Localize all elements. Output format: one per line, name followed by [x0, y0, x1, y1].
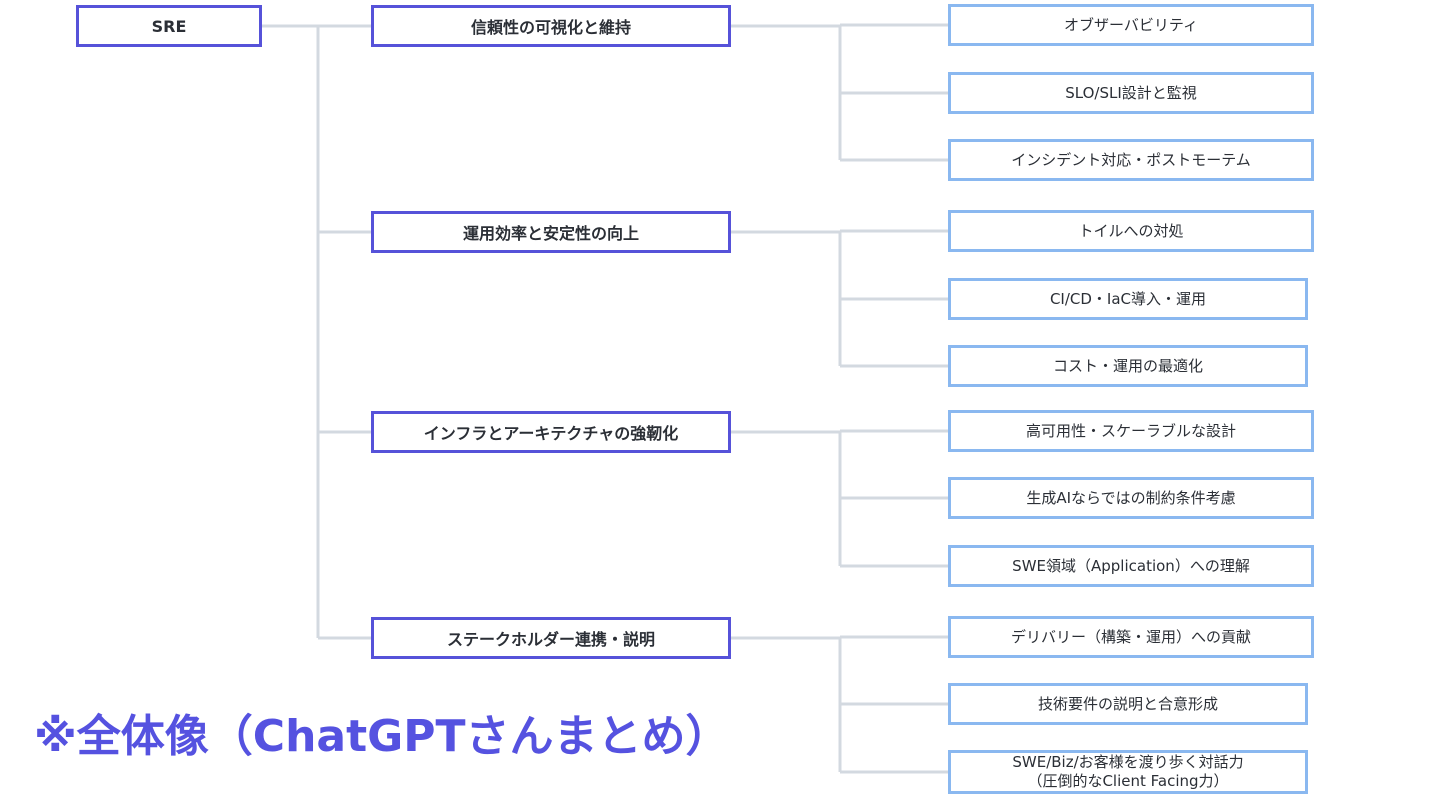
leaf-node-observability: オブザーバビリティ	[948, 4, 1314, 46]
leaf-node-cost: コスト・運用の最適化	[948, 345, 1308, 387]
leaf-node-slo-sli: SLO/SLI設計と監視	[948, 72, 1314, 114]
category-node-efficiency: 運用効率と安定性の向上	[371, 211, 731, 253]
category-node-stakeholder: ステークホルダー連携・説明	[371, 617, 731, 659]
category-node-infrastructure: インフラとアーキテクチャの強靭化	[371, 411, 731, 453]
leaf-node-dialogue: SWE/Biz/お客様を渡り歩く対話力 （圧倒的なClient Facing力）	[948, 750, 1308, 794]
leaf-node-toil: トイルへの対処	[948, 210, 1314, 252]
leaf-node-cicd-iac: CI/CD・IaC導入・運用	[948, 278, 1308, 320]
leaf-node-high-availability: 高可用性・スケーラブルな設計	[948, 410, 1314, 452]
leaf-node-incident: インシデント対応・ポストモーテム	[948, 139, 1314, 181]
footnote: ※全体像（ChatGPTさんまとめ）	[34, 711, 730, 762]
leaf-line-1: SWE/Biz/お客様を渡り歩く対話力	[1012, 753, 1244, 771]
leaf-node-swe-domain: SWE領域（Application）への理解	[948, 545, 1314, 587]
leaf-node-requirements: 技術要件の説明と合意形成	[948, 683, 1308, 725]
root-node: SRE	[76, 5, 262, 47]
leaf-text-stack: SWE/Biz/お客様を渡り歩く対話力 （圧倒的なClient Facing力）	[1012, 753, 1243, 791]
leaf-line-2: （圧倒的なClient Facing力）	[1027, 772, 1229, 790]
category-node-visibility: 信頼性の可視化と維持	[371, 5, 731, 47]
leaf-node-genai-constraints: 生成AIならではの制約条件考慮	[948, 477, 1314, 519]
leaf-node-delivery: デリバリー（構築・運用）への貢献	[948, 616, 1314, 658]
